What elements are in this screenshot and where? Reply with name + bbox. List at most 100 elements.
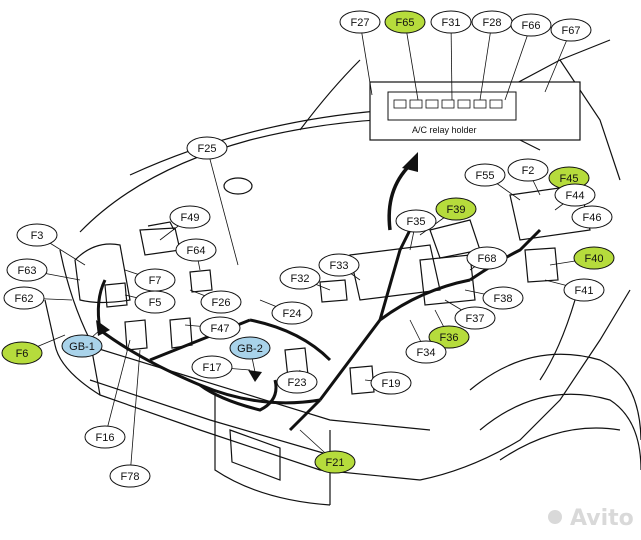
callout-bubble bbox=[405, 340, 447, 364]
callout-f44: F44 bbox=[554, 183, 596, 207]
callout-f40: F40 bbox=[573, 246, 615, 270]
callout-bubble bbox=[229, 336, 271, 360]
arrow-up-icon bbox=[402, 152, 418, 172]
arrow-gb1-icon bbox=[96, 320, 110, 336]
callout-label: F31 bbox=[442, 17, 461, 29]
callout-label: F66 bbox=[522, 20, 541, 32]
leader-line-f28 bbox=[479, 21, 493, 101]
callout-label: F44 bbox=[566, 190, 585, 202]
callout-f26: F26 bbox=[200, 290, 242, 314]
callout-label: F26 bbox=[212, 297, 231, 309]
callout-f16: F16 bbox=[84, 425, 126, 449]
leader-line-f66 bbox=[504, 24, 532, 101]
callout-label: F35 bbox=[407, 216, 426, 228]
callout-label: F37 bbox=[466, 313, 485, 325]
callout-f66: F66 bbox=[510, 13, 552, 37]
callout-bubble bbox=[430, 10, 472, 34]
callout-f3: F3 bbox=[16, 223, 58, 247]
callout-bubble bbox=[563, 278, 605, 302]
callout-f68: F68 bbox=[466, 246, 508, 270]
callout-bubble bbox=[435, 197, 477, 221]
callout-bubble bbox=[314, 450, 356, 474]
callout-bubble bbox=[169, 205, 211, 229]
watermark-text: Avito bbox=[570, 506, 634, 531]
callout-label: F78 bbox=[121, 471, 140, 483]
callout-f25: F25 bbox=[186, 136, 228, 160]
callout-label: F34 bbox=[417, 347, 436, 359]
callout-bubble bbox=[554, 183, 596, 207]
leader-line-f31 bbox=[450, 21, 453, 101]
watermark: Avito bbox=[548, 506, 634, 531]
callout-f17: F17 bbox=[191, 355, 233, 379]
callout-bubble bbox=[395, 209, 437, 233]
callout-f55: F55 bbox=[464, 163, 506, 187]
callout-label: F33 bbox=[330, 260, 349, 272]
callout-label: GB-2 bbox=[237, 343, 263, 355]
callout-bubble bbox=[1, 341, 43, 365]
callout-f31: F31 bbox=[430, 10, 472, 34]
callout-f21: F21 bbox=[314, 450, 356, 474]
callout-label: F39 bbox=[447, 204, 466, 216]
callout-label: GB-1 bbox=[69, 341, 95, 353]
watermark-dots-icon bbox=[548, 510, 562, 524]
callout-f35: F35 bbox=[395, 209, 437, 233]
callout-f78: F78 bbox=[109, 464, 151, 488]
callout-label: F32 bbox=[291, 273, 310, 285]
callout-bubble bbox=[550, 18, 592, 42]
callout-label: F27 bbox=[351, 17, 370, 29]
callout-f67: F67 bbox=[550, 18, 592, 42]
callout-label: F6 bbox=[16, 348, 29, 360]
callout-label: F40 bbox=[585, 253, 604, 265]
callout-f7: F7 bbox=[134, 268, 176, 292]
callout-label: F28 bbox=[483, 17, 502, 29]
callout-f28: F28 bbox=[471, 10, 513, 34]
callout-bubble bbox=[454, 306, 496, 330]
leader-line-f25 bbox=[206, 147, 239, 266]
ac-relay-holder-inset: A/C relay holder bbox=[369, 81, 581, 141]
callout-bubble bbox=[175, 238, 217, 262]
callout-label: F41 bbox=[575, 285, 594, 297]
callout-f2: F2 bbox=[507, 158, 549, 182]
callout-bubble bbox=[61, 334, 103, 358]
callout-label: F7 bbox=[149, 275, 162, 287]
callout-label: F49 bbox=[181, 212, 200, 224]
callout-label: F16 bbox=[96, 432, 115, 444]
callout-bubble bbox=[428, 325, 470, 349]
callout-bubble bbox=[3, 286, 45, 310]
callout-bubble bbox=[199, 316, 241, 340]
callout-bubble bbox=[507, 158, 549, 182]
callout-f36: F36 bbox=[428, 325, 470, 349]
callout-label: F38 bbox=[494, 293, 513, 305]
callout-f37: F37 bbox=[454, 306, 496, 330]
callout-bubble bbox=[466, 246, 508, 270]
callout-bubble bbox=[279, 266, 321, 290]
callout-label: F23 bbox=[288, 377, 307, 389]
callout-bubble bbox=[200, 290, 242, 314]
callout-label: F21 bbox=[326, 457, 345, 469]
leader-line-f27 bbox=[359, 21, 373, 96]
callout-f47: F47 bbox=[199, 316, 241, 340]
callout-f24: F24 bbox=[271, 301, 313, 325]
callout-label: F47 bbox=[211, 323, 230, 335]
callout-f64: F64 bbox=[175, 238, 217, 262]
callout-f19: F19 bbox=[370, 371, 412, 395]
callout-bubble bbox=[271, 301, 313, 325]
callout-bubble bbox=[276, 370, 318, 394]
callout-f63: F63 bbox=[6, 258, 48, 282]
callout-label: F46 bbox=[583, 212, 602, 224]
callout-f46: F46 bbox=[571, 205, 613, 229]
callout-label: F2 bbox=[522, 165, 535, 177]
callout-gb-1: GB-1 bbox=[61, 334, 103, 358]
callout-bubble bbox=[464, 163, 506, 187]
callout-bubble bbox=[186, 136, 228, 160]
callout-gb-2: GB-2 bbox=[229, 336, 271, 360]
callout-bubble bbox=[339, 10, 381, 34]
callout-f41: F41 bbox=[563, 278, 605, 302]
car-body-outline bbox=[44, 39, 641, 506]
callout-label: F64 bbox=[187, 245, 206, 257]
callout-label: F19 bbox=[382, 378, 401, 390]
callout-bubble bbox=[370, 371, 412, 395]
callout-f32: F32 bbox=[279, 266, 321, 290]
leader-lines bbox=[21, 21, 595, 477]
callout-label: F67 bbox=[562, 25, 581, 37]
